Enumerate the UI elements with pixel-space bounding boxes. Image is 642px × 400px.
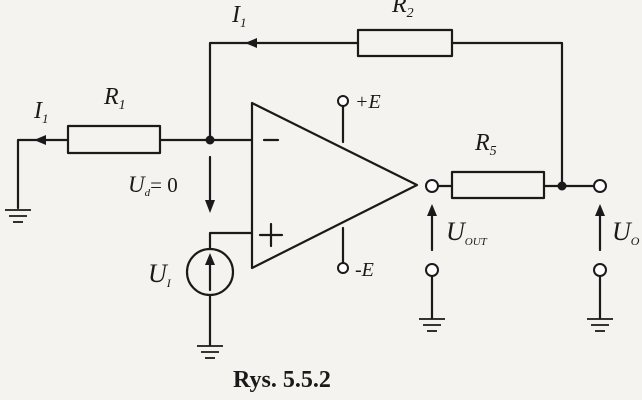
label-r1: R1 [103,84,126,113]
label-ud: Ud= 0 [128,172,178,199]
label-uo: UO [612,217,640,248]
terminal-uout-bottom [425,263,439,277]
label-r5: R5 [474,130,497,159]
uout-arrow-head [427,204,437,216]
terminal-positive-supply [337,95,349,107]
wire-noninverting-input [208,231,254,251]
source-arrow-head [205,253,215,265]
junction-node-inverting [205,135,215,145]
terminal-output [425,179,439,193]
ud-arrow-head [205,200,215,213]
label-minus-e: -E [355,259,374,281]
label-i1-top: I1 [231,2,247,30]
junction-node-output [557,181,567,191]
noninverting-input-sign [258,222,284,248]
terminal-negative-supply [337,262,349,274]
opamp-triangle [250,101,419,270]
resistor-r2 [356,28,454,58]
input-wire-left [16,138,70,210]
ground-symbol-uo [587,318,613,332]
uo-arrow-head [595,204,605,216]
label-r2: R2 [391,0,414,21]
ground-symbol-uout [419,318,445,332]
terminal-uo-top [593,179,607,193]
figure-caption: Rys. 5.5.2 [233,367,331,393]
current-arrow-i1-left [34,135,46,145]
label-uout: UOUT [446,217,488,248]
current-arrow-i1-top [245,38,257,48]
label-i1-left: I1 [33,98,49,126]
feedback-wire-left [208,41,360,140]
terminal-uo-bottom [593,263,607,277]
resistor-r1 [66,124,162,155]
ground-symbol-source [197,345,223,359]
feedback-wire-right [450,41,564,188]
label-plus-e: +E [355,91,381,113]
resistor-r5 [450,170,546,200]
ground-symbol-left [5,209,31,223]
label-ui: UI [148,259,172,290]
